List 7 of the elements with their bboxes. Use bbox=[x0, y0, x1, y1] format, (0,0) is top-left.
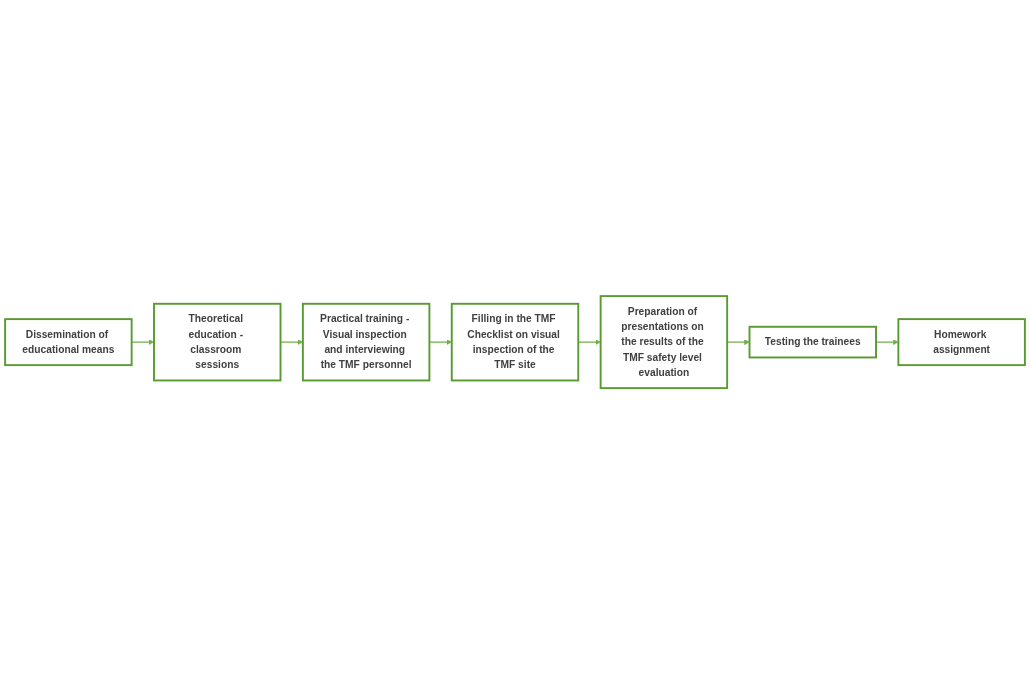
node-box: Homework assignment bbox=[897, 318, 1026, 366]
node-box: Dissemination of educational means bbox=[4, 318, 133, 366]
node-box: Theoretical education - classroom sessions bbox=[153, 302, 282, 382]
node-box: Filling in the TMF Checklist on visual inspection of the TMF site bbox=[450, 302, 580, 382]
node-box: Testing the trainees bbox=[748, 325, 877, 359]
node-box: Practical training - Visual inspection and interviewing the TMF personnel bbox=[301, 302, 431, 382]
node-box: Preparation of presentations on the results of the TMF safety level evaluation bbox=[599, 295, 729, 389]
